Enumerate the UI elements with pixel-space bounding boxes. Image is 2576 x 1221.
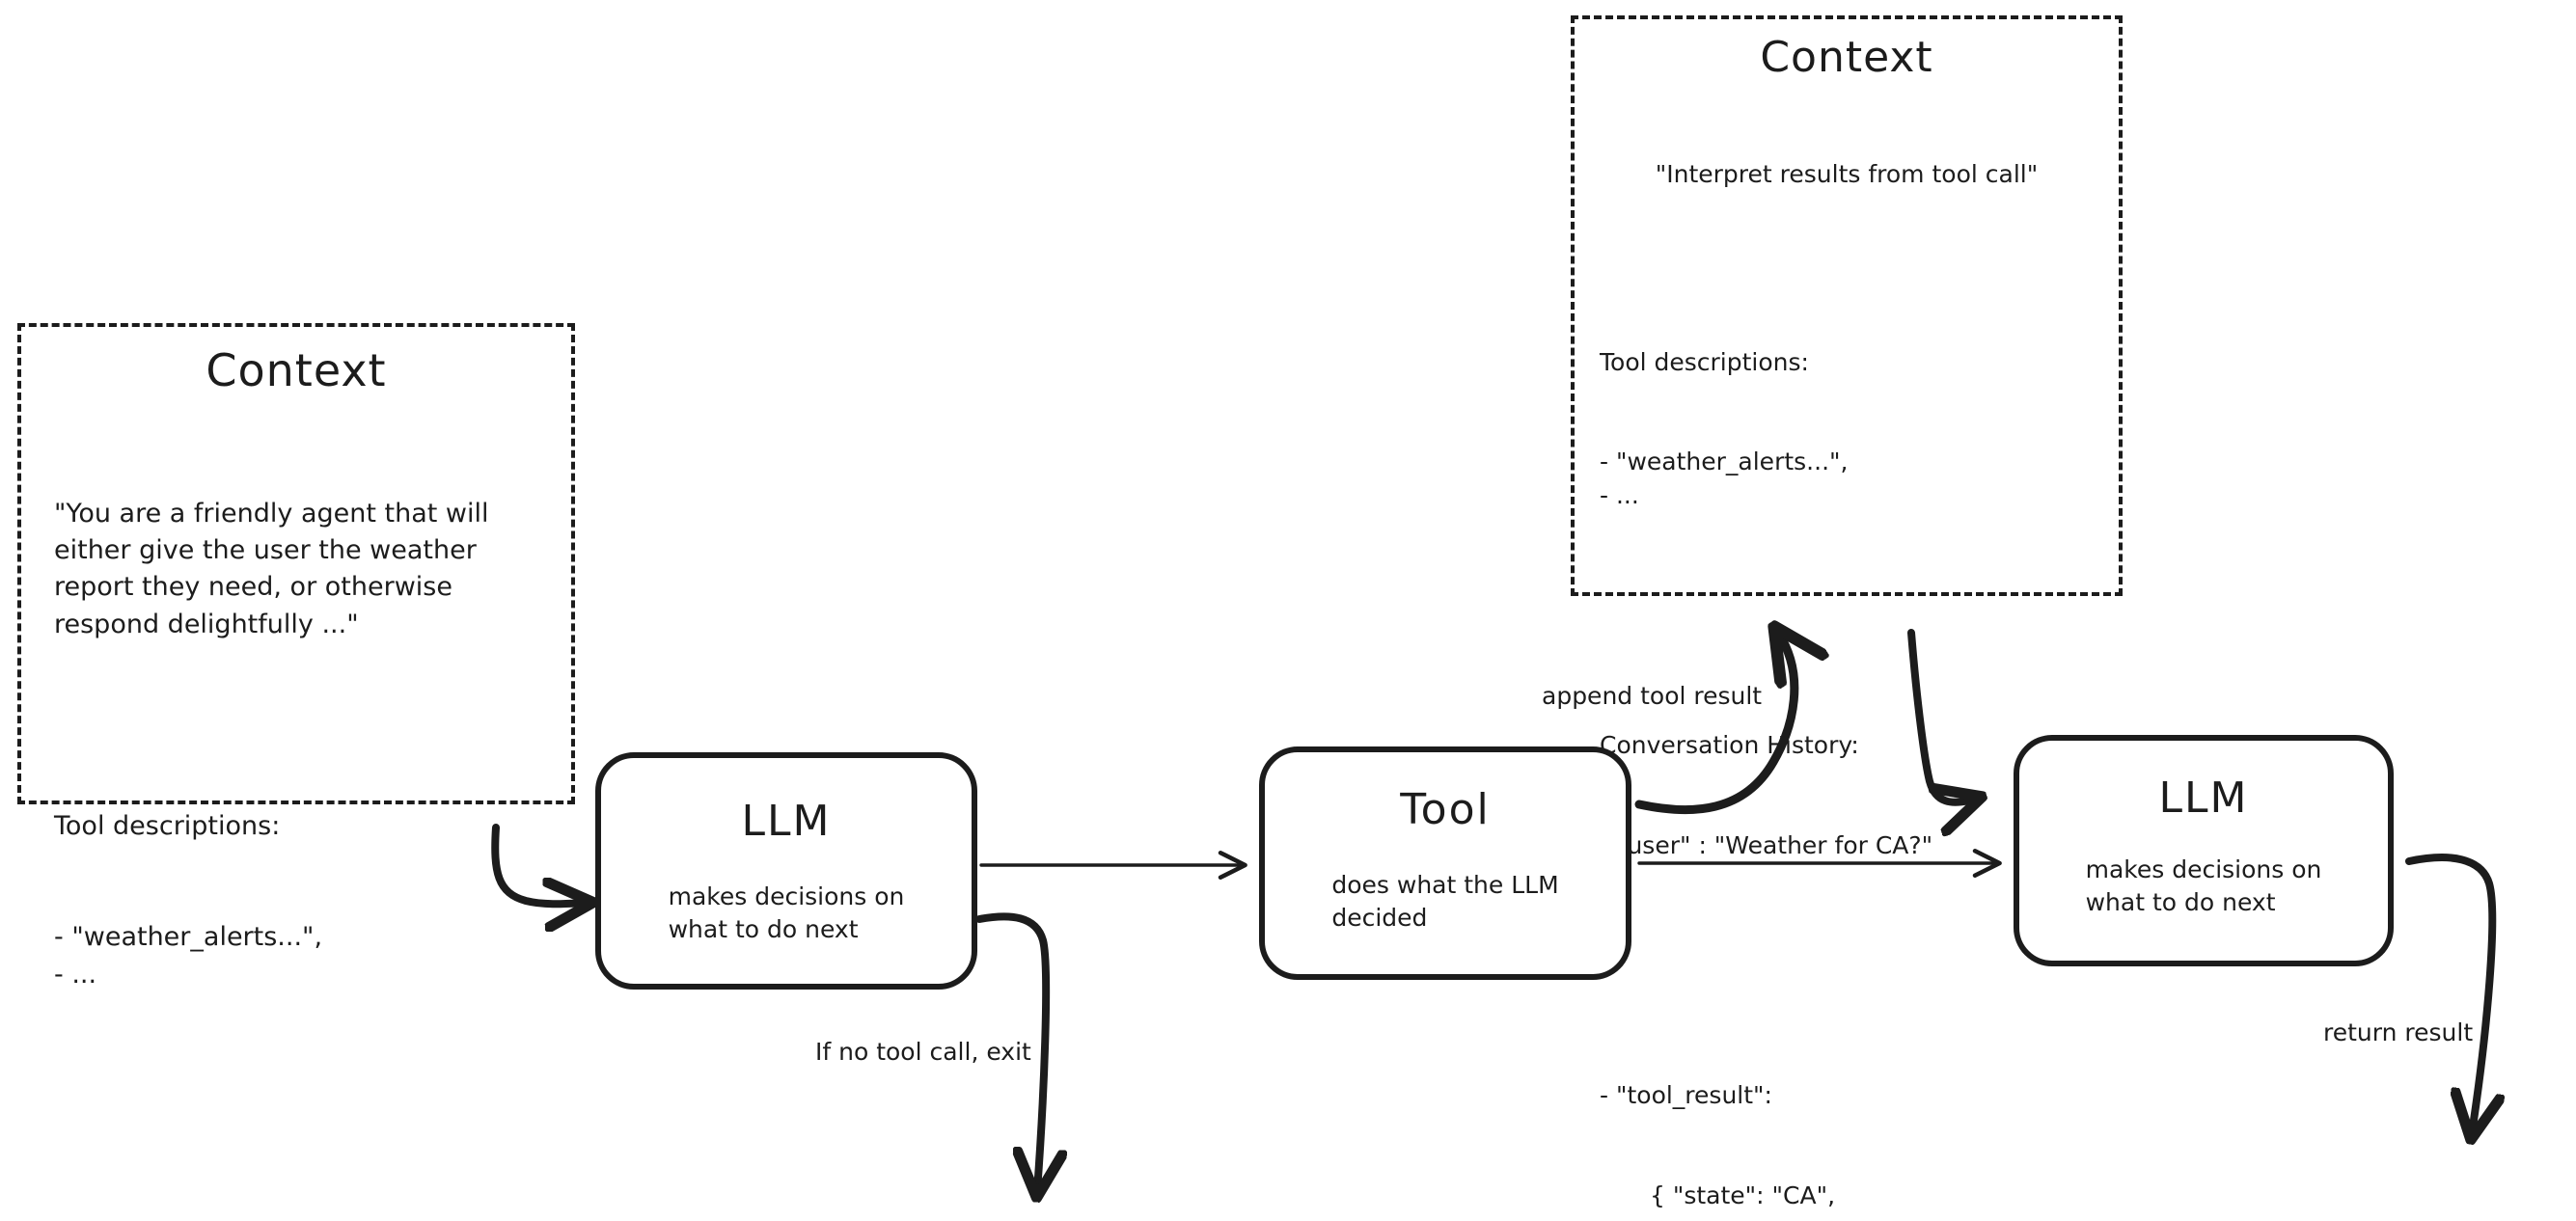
context-right-tool-descriptions-items: - "weather_alerts...", - ... xyxy=(1600,448,1849,509)
context-right-tool-descriptions-heading: Tool descriptions: xyxy=(1600,347,1809,376)
context-right-body: "Interpret results from tool call" Tool … xyxy=(1575,92,2119,1221)
edge-label-exit: If no tool call, exit xyxy=(815,1038,1031,1066)
context-left-title: Context xyxy=(206,344,387,396)
context-right-tool-result-key: - "tool_result": xyxy=(1600,1081,1772,1109)
node-llm-first-title: LLM xyxy=(741,797,832,846)
node-tool[interactable]: Tool does what the LLM decided xyxy=(1259,746,1631,980)
node-llm-first-subtitle: makes decisions on what to do next xyxy=(668,882,905,943)
context-right-tool-result: - "tool_result": { "state": "CA", [ { "r… xyxy=(1600,1013,2094,1221)
context-right-tool-descriptions: Tool descriptions: - "weather_alerts..."… xyxy=(1600,280,2094,580)
context-left-tool-descriptions: Tool descriptions: - "weather_alerts..."… xyxy=(54,735,538,1068)
context-right-system-prompt: "Interpret results from tool call" xyxy=(1655,160,2039,188)
context-left-body: "You are a friendly agent that will eith… xyxy=(21,421,571,1221)
context-box-left: Context "You are a friendly agent that w… xyxy=(17,323,575,990)
context-right-tool-result-line-1: { "state": "CA", xyxy=(1650,1180,1836,1209)
node-llm-first[interactable]: LLM makes decisions on what to do next xyxy=(595,752,977,990)
node-llm-second[interactable]: LLM makes decisions on what to do next xyxy=(2014,735,2394,966)
node-tool-subtitle: does what the LLM decided xyxy=(1331,871,1559,932)
context-left-system-prompt: "You are a friendly agent that will eith… xyxy=(54,498,498,639)
context-right-conversation-heading: Conversation History: xyxy=(1600,731,1859,759)
node-tool-title: Tool xyxy=(1400,785,1491,834)
context-box-right: Context "Interpret results from tool cal… xyxy=(1571,15,2123,1209)
context-left-conversation: Conversation History: - "user" : "Weathe… xyxy=(54,1158,538,1221)
edge-label-return-result: return result xyxy=(2323,1018,2474,1046)
node-llm-second-subtitle: makes decisions on what to do next xyxy=(2085,855,2322,916)
node-llm-second-title: LLM xyxy=(2158,773,2249,823)
context-left-tool-descriptions-heading: Tool descriptions: xyxy=(54,811,281,842)
edge-label-append-tool-result: append tool result xyxy=(1542,682,1763,710)
context-right-title: Context xyxy=(1760,33,1933,82)
context-left-tool-descriptions-items: - "weather_alerts...", - ... xyxy=(54,922,323,990)
edge-llm2-return xyxy=(2405,854,2492,1133)
